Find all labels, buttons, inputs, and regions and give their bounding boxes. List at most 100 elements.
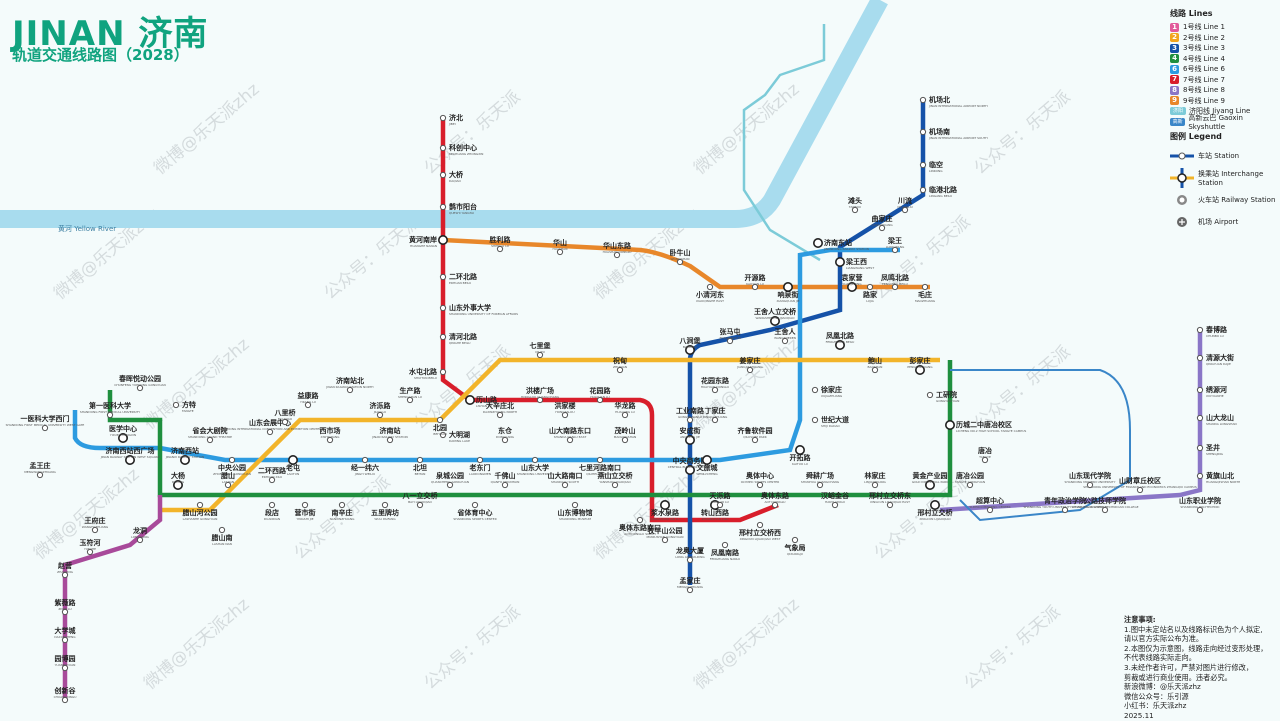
- station[interactable]: 黄旗山北HUANGQISHAN NORTH: [1196, 471, 1240, 484]
- station[interactable]: 段店DUANDIAN: [264, 501, 280, 521]
- station[interactable]: 开源路KAIYUAN LU: [745, 273, 767, 291]
- station[interactable]: 茂岭山MAOLINGSHAN: [614, 426, 637, 444]
- station[interactable]: 齐鲁软件园QILUSOFT PARK: [738, 426, 773, 444]
- station[interactable]: 南辛庄NANXINZHUANG: [330, 501, 356, 521]
- station[interactable]: 腊山南LASHAN NAN: [212, 526, 233, 546]
- station[interactable]: 清河北路QINGHE BEILU: [439, 332, 478, 345]
- station[interactable]: 大辛庄北DAXINZHUANG NORTH: [483, 401, 517, 419]
- station[interactable]: 凤凰南路FENGHUANG NANLU: [710, 541, 740, 561]
- station[interactable]: 第一医科大学SHANDONG FIRST MEDICAL UNIVERSITY: [80, 401, 140, 419]
- station[interactable]: 益康路YIKANG LU: [298, 391, 320, 409]
- station[interactable]: 北园BEIYUAN: [433, 416, 447, 436]
- station[interactable]: 八里桥BALIQIAO: [274, 408, 297, 426]
- station[interactable]: 八一立交桥BAYI LIJIAOQIAO: [402, 491, 439, 509]
- station[interactable]: 营市街YINGSHI JIE: [295, 501, 316, 521]
- station[interactable]: 唐冶公园TANGYE GONGYUAN: [954, 471, 985, 489]
- station[interactable]: 黄河南岸HUANGHE NANAN: [409, 235, 448, 248]
- station[interactable]: 袁家营YUANJIAYING: [841, 273, 863, 292]
- station[interactable]: 春博路CHUNBO LU: [1196, 325, 1228, 338]
- station[interactable]: 丁家庄DINGJIAZHUANG: [703, 406, 728, 424]
- station[interactable]: 舜耕广场SHUNHUA GUANGCHANG: [801, 471, 840, 489]
- station[interactable]: 孟家庄MENGJIAZHUANG: [677, 576, 704, 594]
- station[interactable]: 圣井SHENGJING: [1196, 443, 1224, 456]
- station[interactable]: 老屯LAOTUN: [285, 454, 300, 476]
- station[interactable]: 洪楼广场HONGLOU GUANGCHANG: [521, 386, 560, 404]
- station[interactable]: 奥体东路AOTI DONGLU: [761, 491, 790, 509]
- station[interactable]: 七里河路南口QILIHELU NANKOU: [579, 456, 621, 476]
- station[interactable]: 五里牌坊WULI PAIFANG: [371, 501, 399, 521]
- station[interactable]: 济南西站西广场JINAN RAILWAY STATION WEST SQUARE: [100, 446, 160, 465]
- station[interactable]: 山财章丘校区SHANDONG UNIVERSITY OF FINANCE AND…: [1083, 476, 1197, 494]
- station[interactable]: 彭家庄PENGJIAZHUANG: [907, 356, 933, 375]
- station[interactable]: 毛庄MAOZHUANG: [915, 283, 936, 303]
- station[interactable]: 济南站JINAN RAILWAY STATION: [371, 426, 408, 444]
- station[interactable]: 山东博物馆SHANDONG MUSEUM: [558, 501, 593, 521]
- station[interactable]: 青年政治学院SHANDONG YOUTH UNIVERSITY OF POLIT…: [1024, 496, 1107, 514]
- station[interactable]: 中央商务区CENTRAL BUSINESS DISTRICT: [668, 456, 713, 475]
- station[interactable]: 大明湖DAMING LAKE: [439, 430, 470, 443]
- station[interactable]: 省会大剧院SHANDONG GRAND THEATRE: [188, 426, 232, 444]
- station[interactable]: 公路技师学院SHANDONG HIGHWAY TECHNICIAN COLLEG…: [1071, 496, 1139, 514]
- station[interactable]: 千佛山QIANFO MOUNTAIN: [491, 471, 520, 489]
- station[interactable]: 创新谷CHUANGXINGU: [54, 686, 77, 704]
- station[interactable]: 水屯北路SHUITUN BEILU: [409, 367, 447, 380]
- station[interactable]: 山东会展中心SHANDONG INTERNATIONAL CONVENTION …: [219, 418, 322, 436]
- station[interactable]: 汉峪金谷HANYU JINGU: [821, 491, 850, 509]
- station[interactable]: 开拓路KAITUO LU: [790, 444, 812, 466]
- station[interactable]: 山大龙山SHANDA LONGSHAN: [1196, 413, 1237, 426]
- station[interactable]: 泉城公园QUANCHENG GONGYUAN: [431, 471, 469, 489]
- station[interactable]: 一医科大学西门SHANDONG FIRST MEDICAL UNIVERSITY…: [6, 414, 85, 432]
- station[interactable]: 西市场XISHICHANG: [320, 426, 341, 444]
- station[interactable]: 二环北路ERHUAN BEILU: [439, 272, 478, 285]
- station[interactable]: 林家庄LINJIAZHUANG: [864, 471, 887, 489]
- station[interactable]: 龙洞LONGDONG: [131, 526, 150, 544]
- station[interactable]: 腊山河公园LASHANHE GONGYUAN: [183, 501, 218, 521]
- station[interactable]: 大桥DAQIAO: [439, 170, 464, 183]
- station[interactable]: 小清河东XIAOQINGHE EAST: [695, 283, 724, 303]
- station[interactable]: 老东门LAODONGMEN: [469, 456, 492, 476]
- station[interactable]: 玉符河YUFUHE: [80, 538, 101, 556]
- station[interactable]: 大杨DAYANG: [171, 471, 185, 490]
- station[interactable]: 鲍山BAOSHAN: [868, 356, 883, 374]
- station[interactable]: 华山东路HUASHAN DONGLU: [603, 241, 632, 259]
- station[interactable]: 洪家楼HONGJIALOU: [555, 401, 576, 419]
- station[interactable]: 济南西站JINANXI RAILWAY STATION: [165, 446, 205, 465]
- station[interactable]: 工研院GONGYANYUAN: [926, 390, 959, 403]
- station[interactable]: 方特FANGTE: [172, 400, 196, 413]
- station[interactable]: 文旅城WENLVCHENG: [696, 454, 718, 476]
- station[interactable]: 华山HUASHAN: [553, 238, 568, 256]
- station[interactable]: 祝甸ZHUDIAN: [613, 356, 627, 374]
- station[interactable]: 浆水泉路JIANGSHUIQUAN LU: [649, 499, 680, 521]
- station[interactable]: 春晖悦动公园CHUNFENG YUEDONG GONGYUAN: [114, 374, 166, 392]
- station[interactable]: 大学城DAXUECHENG: [54, 626, 76, 644]
- station[interactable]: 北坦BEITAN: [413, 456, 427, 476]
- station[interactable]: 机场北JINAN INTERNATIONAL AIRPORT NORTH: [919, 95, 988, 108]
- station[interactable]: 邢村立交桥东XINGCUN LIJIAOQIAO EAST: [869, 491, 911, 509]
- station[interactable]: 绣源河XIUYUANHE: [1196, 385, 1227, 398]
- station[interactable]: 川流CHUANLIU: [897, 196, 913, 214]
- station[interactable]: 徐家庄XUJIAZHUANG: [811, 385, 843, 398]
- station[interactable]: 胜利路SHENGLI LU: [489, 235, 512, 253]
- station[interactable]: 气象局QIXIANGJU: [784, 536, 806, 556]
- station[interactable]: 超算中心SUPERCOMPUTING CENTER: [969, 496, 1011, 514]
- station[interactable]: 梁王西LIANGWANG WEST: [834, 256, 875, 270]
- station[interactable]: 济南站北JINAN RAILWAY STATION NORTH: [325, 376, 374, 394]
- station[interactable]: 世纪大道SHIJI DADAO: [811, 415, 849, 428]
- station[interactable]: 龙奥大厦LONG AO BUILDING: [675, 546, 705, 564]
- station[interactable]: 黄金产业园GOLD INDUSTRIAL PARK: [912, 471, 949, 490]
- station[interactable]: 临空LINKONG: [919, 160, 943, 173]
- station[interactable]: 奥体东路南口AOTIDONGLU SOUTH: [619, 516, 661, 536]
- station[interactable]: 临港北路LINGANG BEILU: [919, 185, 958, 198]
- station[interactable]: 园博园YUANBOYUAN: [55, 654, 76, 672]
- station[interactable]: 工业南路GONGYE NANLU: [676, 406, 705, 424]
- station[interactable]: 山大南路东口SHANDA NANLU EAST: [549, 426, 591, 444]
- station[interactable]: 路家LUJIA: [863, 283, 878, 303]
- station[interactable]: 张马屯ZHANGMATUN: [719, 327, 741, 345]
- station[interactable]: 中央公园ZHONGYANG GONGYUAN: [213, 456, 251, 476]
- station[interactable]: 鹊市阳台QUESHI YANGTAI: [439, 202, 477, 215]
- station[interactable]: 省体育中心SHANDONG SPORTS CENTER: [453, 501, 497, 521]
- station[interactable]: 赵营ZHAOYING: [57, 561, 74, 579]
- station[interactable]: 孟王庄MENGWANGZHUANG: [24, 461, 56, 479]
- station[interactable]: 生产路SHENGCHAN LU: [398, 386, 422, 404]
- station[interactable]: 响泉街XIANGQUAN JIE: [776, 281, 800, 303]
